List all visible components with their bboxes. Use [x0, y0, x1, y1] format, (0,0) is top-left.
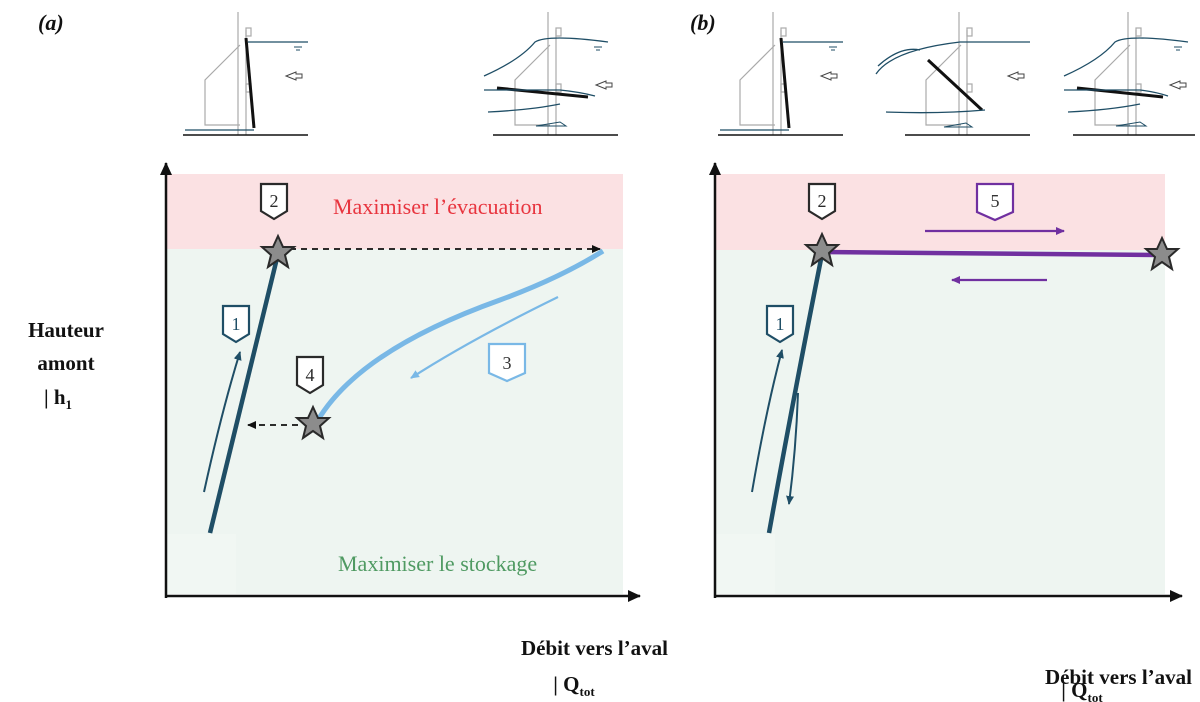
svg-text:5: 5: [991, 191, 1000, 211]
tag-1-a: 1: [221, 304, 251, 344]
zone-evacuation-a: [166, 174, 623, 249]
zone-storage-label: Maximiser le stockage: [338, 551, 537, 576]
tag-3-a: 3: [487, 342, 527, 383]
rating-curve-1-b: [766, 253, 825, 534]
rating-curve-1-a: [207, 253, 281, 534]
gate-sketch-closed-b: [718, 12, 843, 136]
svg-text:2: 2: [818, 191, 827, 211]
tag-2-a: 2: [259, 182, 289, 221]
y-axis-title-line1: Hauteur: [28, 318, 104, 342]
gate-sketch-open-b: [1063, 12, 1195, 136]
panel-label-b: (b): [690, 10, 716, 35]
star-5-b: [1143, 235, 1181, 272]
panel-label-a: (a): [38, 10, 64, 35]
x-axis-title-b-line1: Débit vers l’aval: [1045, 665, 1192, 689]
arrow-1-a: [203, 351, 242, 493]
zone-storage-inset-b: [715, 534, 775, 594]
tag-1-b: 1: [765, 304, 795, 344]
plateau-5-b: [821, 249, 1163, 258]
svg-text:4: 4: [306, 365, 315, 385]
x-axis-title-b-line2: | Qtot: [1061, 678, 1103, 702]
zone-storage-b: [715, 250, 1165, 594]
gate-sketch-overflow-b: [875, 12, 1030, 136]
arrow-3-a: [410, 296, 559, 379]
x-axis-title-a-line1: Débit vers l’aval: [521, 636, 668, 660]
svg-text:3: 3: [503, 353, 512, 373]
curve-3-a: [315, 248, 605, 422]
tag-5-b: 5: [975, 182, 1015, 222]
zone-evacuation-b: [715, 174, 1165, 250]
y-axis-title-line3: | h1: [44, 385, 72, 412]
zone-storage-inset-a: [166, 534, 236, 594]
arrow-1-b-down: [786, 392, 799, 505]
zone-evacuation-label: Maximiser l’évacuation: [333, 194, 543, 219]
svg-text:2: 2: [270, 191, 279, 211]
star-2-a: [259, 233, 297, 270]
svg-text:1: 1: [232, 314, 241, 334]
star-2-b: [803, 231, 841, 268]
star-4-a: [294, 404, 332, 441]
x-axis-title-a-line2: | Qtot: [553, 672, 595, 699]
gate-sketch-closed: [183, 12, 308, 136]
y-axis-title-line2: amont: [37, 351, 94, 375]
tag-2-b: 2: [807, 182, 837, 221]
arrow-1-b-up: [751, 349, 784, 493]
tag-4-a: 4: [295, 355, 325, 395]
svg-text:1: 1: [776, 314, 785, 334]
gate-sketch-open: [483, 12, 618, 136]
